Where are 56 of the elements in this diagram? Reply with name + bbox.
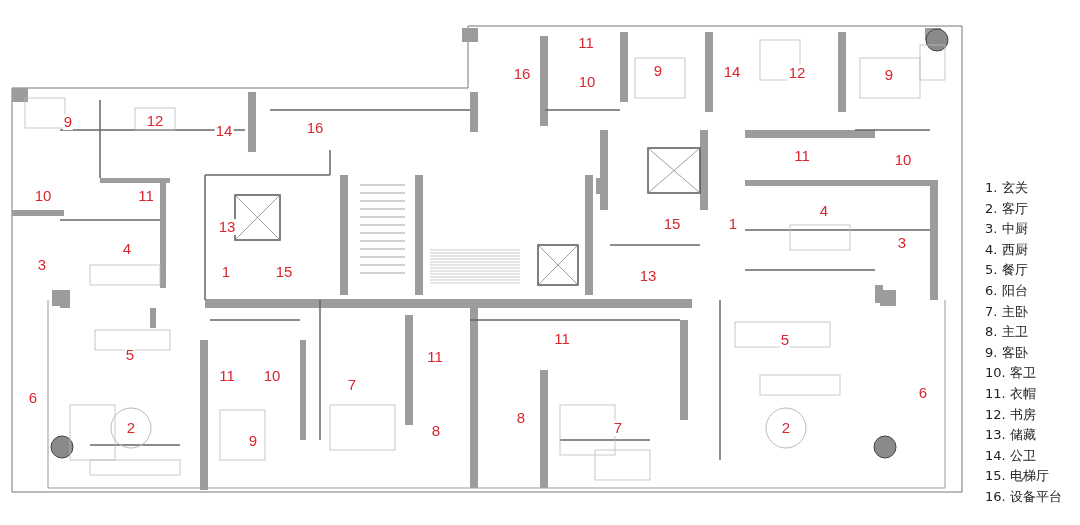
room-number: 9 bbox=[652, 63, 664, 79]
room-number: 9 bbox=[247, 433, 259, 449]
room-number: 13 bbox=[217, 219, 237, 235]
room-number: 16 bbox=[512, 66, 532, 82]
room-number: 3 bbox=[36, 257, 48, 273]
legend-item: 2. 客厅 bbox=[985, 199, 1029, 218]
legend-item: 10. 客卫 bbox=[985, 364, 1037, 383]
legend-item: 6. 阳台 bbox=[985, 281, 1029, 300]
room-number: 15 bbox=[662, 216, 682, 232]
room-number: 1 bbox=[220, 264, 232, 280]
room-number: 16 bbox=[305, 120, 325, 136]
room-number: 2 bbox=[780, 420, 792, 436]
room-number: 11 bbox=[218, 368, 236, 384]
legend-item: 8. 主卫 bbox=[985, 323, 1029, 342]
legend-item: 1. 玄关 bbox=[985, 179, 1029, 197]
room-number: 9 bbox=[62, 114, 74, 130]
legend-item: 16. 设备平台 bbox=[985, 487, 1062, 506]
legend-item: 5. 餐厅 bbox=[985, 261, 1029, 280]
room-number: 1 bbox=[727, 216, 739, 232]
legend-item: 12. 书房 bbox=[985, 405, 1037, 424]
room-number: 10 bbox=[33, 188, 53, 204]
legend-item: 15. 电梯厅 bbox=[985, 467, 1050, 486]
room-number: 8 bbox=[515, 410, 527, 426]
room-number: 9 bbox=[883, 67, 895, 83]
room-number: 13 bbox=[638, 268, 658, 284]
room-number: 7 bbox=[346, 377, 358, 393]
room-number: 10 bbox=[577, 74, 597, 90]
legend-item: 13. 储藏 bbox=[985, 426, 1037, 445]
room-number: 5 bbox=[124, 347, 136, 363]
room-number: 10 bbox=[893, 152, 913, 168]
room-number: 11 bbox=[577, 35, 595, 51]
room-number: 7 bbox=[612, 420, 624, 436]
room-number: 15 bbox=[274, 264, 294, 280]
legend-item: 14. 公卫 bbox=[985, 446, 1037, 465]
legend-item: 7. 主卧 bbox=[985, 302, 1029, 321]
room-number: 8 bbox=[430, 423, 442, 439]
room-number: 6 bbox=[27, 390, 39, 406]
room-number: 3 bbox=[896, 235, 908, 251]
room-number: 5 bbox=[779, 332, 791, 348]
room-number: 4 bbox=[818, 203, 830, 219]
room-number: 12 bbox=[145, 113, 165, 129]
room-number: 14 bbox=[214, 123, 234, 139]
room-number: 6 bbox=[917, 385, 929, 401]
room-number: 11 bbox=[426, 349, 444, 365]
room-number: 11 bbox=[793, 148, 811, 164]
legend-item: 11. 衣帽 bbox=[985, 384, 1037, 403]
room-number: 4 bbox=[121, 241, 133, 257]
room-number: 2 bbox=[125, 420, 137, 436]
room-number: 12 bbox=[787, 65, 807, 81]
room-number: 10 bbox=[262, 368, 282, 384]
legend-item: 3. 中厨 bbox=[985, 220, 1029, 239]
legend-item: 9. 客卧 bbox=[985, 343, 1029, 362]
legend-item: 4. 西厨 bbox=[985, 240, 1029, 259]
room-number: 14 bbox=[722, 64, 742, 80]
room-number: 11 bbox=[137, 188, 155, 204]
room-number: 11 bbox=[553, 331, 571, 347]
